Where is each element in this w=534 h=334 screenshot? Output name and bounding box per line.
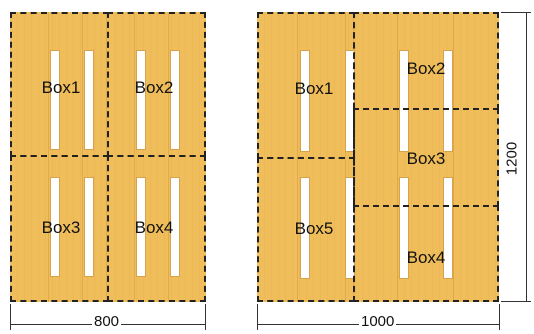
box-outline xyxy=(107,155,206,302)
box-label: Box3 xyxy=(41,218,81,237)
box-label: Box5 xyxy=(294,219,334,238)
pallet-slot xyxy=(399,50,409,152)
box-label: Box1 xyxy=(294,79,334,98)
box-label: Box2 xyxy=(406,59,446,78)
pallet-slot xyxy=(443,177,453,279)
pallet-slot xyxy=(300,50,310,152)
dimension-tick xyxy=(499,304,500,330)
pallet-slot xyxy=(399,177,409,279)
dimension-tick xyxy=(10,304,11,330)
width-label-1000: 1000 xyxy=(359,313,397,330)
box-outline xyxy=(353,205,499,302)
box-label: Box4 xyxy=(406,248,446,267)
pallet-slot xyxy=(170,177,180,277)
pallet-slot xyxy=(345,177,355,279)
pallet-slot xyxy=(136,177,146,277)
pallet-slot xyxy=(50,177,60,277)
box-label: Box3 xyxy=(406,149,446,168)
dimension-tick xyxy=(205,304,206,330)
width-label-800: 800 xyxy=(92,313,122,330)
dimension-tick xyxy=(501,301,531,302)
pallet-slot xyxy=(50,50,60,150)
box-label: Box4 xyxy=(134,218,174,237)
box-label: Box1 xyxy=(41,78,81,97)
pallet-slot xyxy=(170,50,180,150)
pallet-slot xyxy=(136,50,146,150)
pallet-slot xyxy=(84,50,94,150)
pallet-slot xyxy=(443,50,453,152)
height-label-1200: 1200 xyxy=(503,141,521,176)
dimension-tick xyxy=(501,12,531,13)
box-label: Box2 xyxy=(134,78,174,97)
pallet-slot xyxy=(300,177,310,279)
dimension-line xyxy=(526,12,527,302)
pallet-slot xyxy=(345,50,355,152)
pallet-slot xyxy=(84,177,94,277)
dimension-tick xyxy=(257,304,258,330)
